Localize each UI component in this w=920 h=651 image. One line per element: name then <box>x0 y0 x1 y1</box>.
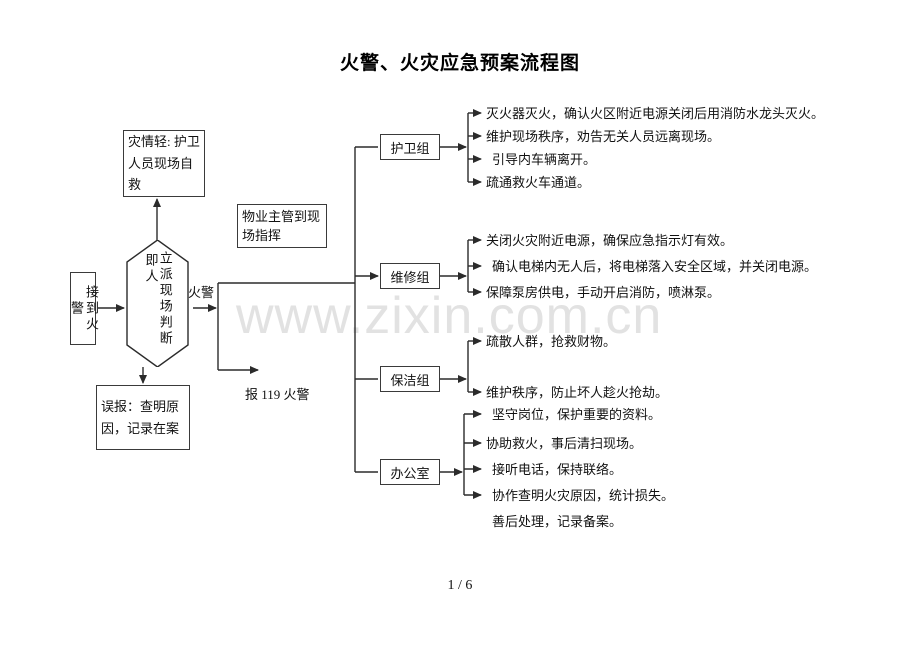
page-title: 火警、火灾应急预案流程图 <box>339 53 580 74</box>
node-light-incident-label: 灾情轻: 护卫人员现场自救 <box>128 134 200 193</box>
task-item: 灭火器灭火，确认火区附近电源关闭后用消防水龙头灭火。 <box>486 106 825 121</box>
group-box-office-label: 办公室 <box>390 465 430 481</box>
task-item: 疏散人群，抢救财物。 <box>486 334 617 349</box>
group-box-cleaning-label: 保洁组 <box>390 372 430 388</box>
group-box-office[interactable]: 办公室 <box>380 459 440 485</box>
task-item: 保障泵房供电，手动开启消防，喷淋泵。 <box>486 285 721 300</box>
node-false-alarm[interactable]: 误报：查明原因，记录在案 <box>96 385 190 450</box>
task-item: 协助救火，事后清扫现场。 <box>486 436 643 451</box>
node-light-incident[interactable]: 灾情轻: 护卫人员现场自救 <box>123 130 205 197</box>
task-item: 善后处理，记录备案。 <box>492 514 623 529</box>
node-receive-alarm[interactable]: 接到火警 <box>69 272 99 345</box>
task-item: 坚守岗位，保护重要的资料。 <box>492 407 662 422</box>
watermark-text: www.zixin.com.cn <box>236 287 663 345</box>
task-item: 引导内车辆离开。 <box>492 152 597 167</box>
label-fire-alarm: 火警 <box>188 285 215 300</box>
node-decision-text: 即人 立派现场判断 <box>126 240 189 367</box>
task-item: 协作查明火灾原因，统计损失。 <box>492 488 675 503</box>
page-footer: 1 / 6 <box>447 578 473 593</box>
group-box-maintenance-label: 维修组 <box>390 269 430 285</box>
node-receive-alarm-label: 接到火警 <box>69 284 99 333</box>
node-decision-label-col1: 立派现场判断 <box>157 250 173 347</box>
group-box-guard-label: 护卫组 <box>390 140 430 156</box>
hexagon-shape <box>126 240 189 367</box>
task-item: 维护现场秩序，劝告无关人员远离现场。 <box>486 129 721 144</box>
group-box-maintenance[interactable]: 维修组 <box>380 263 440 289</box>
node-decision-label-col2: 即人 <box>143 252 159 285</box>
task-item: 维护秩序，防止坏人趁火抢劫。 <box>486 385 669 400</box>
group-box-guard[interactable]: 护卫组 <box>380 134 440 160</box>
node-false-alarm-label: 误报：查明原因，记录在案 <box>101 399 180 436</box>
group-box-cleaning[interactable]: 保洁组 <box>380 366 440 392</box>
node-supervisor-onsite[interactable]: 物业主管到现场指挥 <box>237 204 327 248</box>
label-call-119: 报 119 火警 <box>245 387 310 402</box>
task-item: 接听电话，保持联络。 <box>492 462 623 477</box>
task-item: 关闭火灾附近电源，确保应急指示灯有效。 <box>486 233 734 248</box>
task-item: 疏通救火车通道。 <box>486 175 591 190</box>
task-item: 确认电梯内无人后，将电梯落入安全区域，并关闭电源。 <box>492 259 818 274</box>
node-supervisor-onsite-label: 物业主管到现场指挥 <box>242 208 321 244</box>
node-decision-dispatch[interactable]: 即人 立派现场判断 <box>126 240 189 367</box>
